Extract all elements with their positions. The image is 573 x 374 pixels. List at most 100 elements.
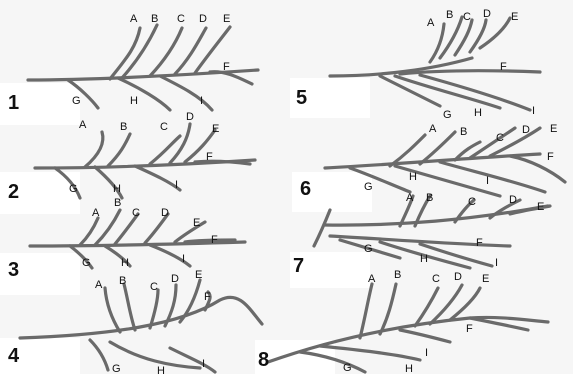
tree-4-branch-c [148, 288, 160, 330]
panel-8-label-d: D [454, 271, 462, 283]
tree-2-branch-h [93, 165, 124, 200]
panel-1-label-g: G [72, 95, 81, 107]
panel-7-label-g: G [364, 243, 373, 255]
panel-4-label-b: B [119, 275, 126, 287]
tree-7-branch-i [418, 242, 494, 268]
panel-8-label-c: C [432, 273, 440, 285]
tree-6-branch-h [393, 164, 502, 198]
number-box [290, 78, 370, 118]
panel-7-label-e: E [537, 201, 544, 213]
tree-5-branch-b [438, 15, 464, 60]
tree-2-branch-f [193, 159, 252, 166]
panel-7-label-f: F [476, 237, 483, 249]
panel-8-label-f: F [466, 323, 473, 335]
tree-1-branch-b [120, 23, 159, 80]
panel-6-number: 6 [300, 178, 311, 200]
panel-5-label-d: D [483, 8, 491, 20]
panel-1-label-i: I [200, 95, 203, 107]
panel-8-label-a: A [368, 273, 376, 285]
tree-1-branch-d [173, 26, 208, 76]
panel-4-label-a: A [95, 279, 103, 291]
panel-7-label-d: D [509, 194, 517, 206]
tree-8-branch-f [468, 316, 530, 332]
panel-4-label-c: C [150, 281, 158, 293]
panel-1-label-c: C [177, 13, 185, 25]
tree-2-branch-a [83, 130, 105, 169]
tree-7 [312, 194, 552, 270]
panel-4-label-f: F [204, 291, 211, 303]
panel-6-label-i: I [486, 175, 489, 187]
panel-5-label-h: H [474, 107, 482, 119]
panel-3-label-b: B [114, 197, 121, 209]
panel-4-label-d: D [171, 273, 179, 285]
panel-2-label-f: F [206, 151, 213, 163]
tree-7-trunk [312, 208, 332, 248]
tree-4-branch-b [122, 282, 137, 332]
panel-7-label-b: B [426, 192, 433, 204]
tree-2-branch-e [183, 128, 217, 164]
number-box [0, 338, 80, 374]
panel-5-label-f: F [500, 61, 507, 73]
panel-3-label-f: F [211, 234, 218, 246]
panel-4-number: 4 [8, 345, 20, 367]
tree-7-branch-a [398, 194, 415, 228]
tree-8-branch-b [378, 282, 398, 336]
panel-1-label-b: B [151, 13, 158, 25]
panel-1-label-f: F [223, 61, 230, 73]
tree-8-branch-i [398, 328, 452, 344]
tree-8-branch-c [413, 286, 440, 328]
tree-4-trunk [18, 295, 264, 340]
tree-8-branch-a [358, 282, 374, 340]
panel-8-label-b: B [394, 269, 401, 281]
panel-8-label-h: H [405, 363, 413, 374]
panel-8-label-i: I [425, 347, 428, 359]
tree-8-branch-d [428, 283, 464, 326]
tree-1-branch-g [66, 78, 100, 110]
panel-6-label-d: D [522, 124, 530, 136]
panel-7-label-h: H [420, 253, 428, 265]
panel-5-label-a: A [427, 17, 435, 29]
panel-1-label-h: H [130, 95, 138, 107]
tree-5 [328, 15, 542, 112]
tree-3-trunk [28, 240, 247, 248]
panel-8-label-g: G [343, 362, 352, 374]
panel-2-label-a: A [79, 119, 87, 131]
panel-6-label-f: F [547, 151, 554, 163]
panel-3-number: 3 [8, 259, 19, 281]
panel-5-label-i: I [532, 105, 535, 117]
tree-4-branch-h [108, 340, 202, 370]
tree-2-branch-b [106, 132, 132, 168]
panel-2-label-h: H [113, 183, 121, 195]
tree-7-branch-g [338, 238, 402, 260]
tree-4-branch-i [168, 346, 217, 374]
tree-4-branch-a [103, 286, 122, 334]
tree-4-branch-f [203, 290, 212, 312]
panel-6-label-b: B [460, 126, 467, 138]
panel-6-label-g: G [364, 181, 373, 193]
panel-7-label-c: C [468, 196, 476, 208]
panel-2-number: 2 [8, 181, 19, 203]
number-box [0, 253, 80, 295]
tree-8-branch-e [448, 286, 482, 322]
tree-2-branch-i [133, 164, 182, 192]
panel-1-label-e: E [223, 13, 230, 25]
panel-3-label-a: A [92, 207, 100, 219]
number-box [290, 252, 370, 288]
tree-3-branch-g [68, 244, 94, 270]
panel-5-label-e: E [511, 11, 518, 23]
panel-1-label-a: A [130, 13, 138, 25]
tree-5-branch-a [428, 22, 446, 64]
tree-5-branch-d [468, 18, 488, 54]
tree-6-trunk [323, 152, 542, 170]
tree-4-branch-d [163, 283, 178, 328]
tree-6-branch-c [453, 140, 482, 162]
panel-5-label-c: C [463, 11, 471, 23]
panel-5-label-g: G [443, 109, 452, 121]
tree-7-branch-e [508, 204, 552, 216]
tree-5-branch-g [378, 74, 442, 108]
panel-2-label-i: I [175, 179, 178, 191]
panel-2-label-d: D [186, 111, 194, 123]
panel-3-label-g: G [82, 257, 91, 269]
panel-7-label-a: A [406, 192, 414, 204]
tree-6 [323, 126, 567, 198]
